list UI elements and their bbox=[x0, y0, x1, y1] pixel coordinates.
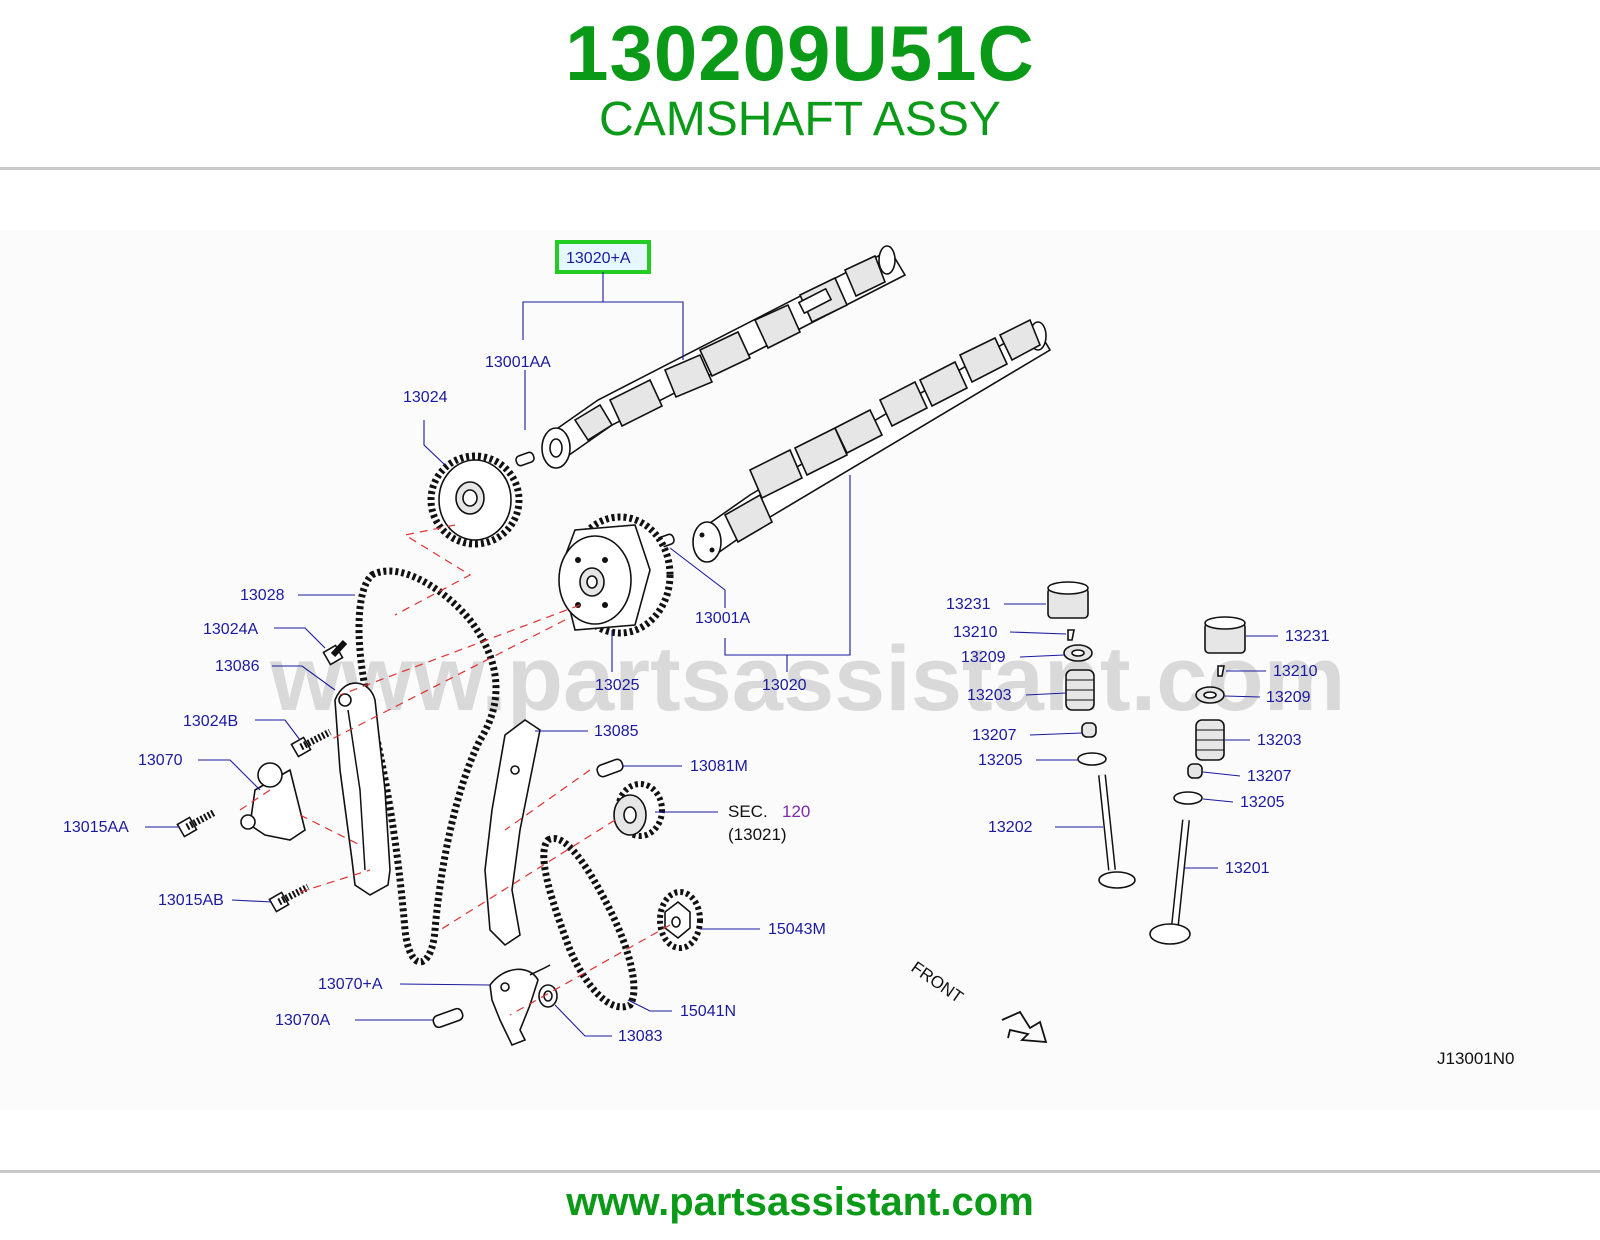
label-13020A[interactable]: 13020+A bbox=[566, 250, 631, 267]
label-13231-right[interactable]: 13231 bbox=[1285, 628, 1330, 645]
valve-spring-retainer-left[interactable] bbox=[1063, 644, 1093, 662]
label-13020[interactable]: 13020 bbox=[762, 677, 807, 694]
valve-collet-left[interactable] bbox=[1067, 629, 1075, 641]
valve-spring-right[interactable] bbox=[1195, 719, 1225, 761]
label-13083[interactable]: 13083 bbox=[618, 1028, 663, 1045]
label-13025[interactable]: 13025 bbox=[595, 677, 640, 694]
valve-spring-left[interactable] bbox=[1065, 669, 1095, 711]
highlight-box bbox=[555, 240, 651, 274]
label-13210-right[interactable]: 13210 bbox=[1273, 663, 1318, 680]
label-13209-right[interactable]: 13209 bbox=[1266, 689, 1311, 706]
label-13086[interactable]: 13086 bbox=[215, 658, 260, 675]
label-13205-right[interactable]: 13205 bbox=[1240, 794, 1285, 811]
valve-oil-seal-right[interactable] bbox=[1187, 763, 1203, 779]
assembly-dash-lines bbox=[239, 524, 671, 1016]
label-13201[interactable]: 13201 bbox=[1225, 860, 1270, 877]
label-13015AB[interactable]: 13015AB bbox=[158, 892, 224, 909]
header-divider bbox=[0, 167, 1600, 170]
valve-lifter-right[interactable] bbox=[1204, 616, 1246, 654]
label-13070A-plus[interactable]: 13070+A bbox=[318, 976, 383, 993]
bolt-13024B[interactable] bbox=[290, 728, 332, 758]
chain-tensioner[interactable] bbox=[240, 762, 306, 841]
label-13081M[interactable]: 13081M bbox=[690, 758, 748, 775]
footer-site-url[interactable]: www.partsassistant.com bbox=[566, 1180, 1034, 1224]
pin-13070A[interactable] bbox=[432, 1007, 464, 1029]
label-13207-left[interactable]: 13207 bbox=[972, 727, 1017, 744]
drawing-code: J13001N0 bbox=[1437, 1049, 1515, 1068]
label-13209-left[interactable]: 13209 bbox=[961, 649, 1006, 666]
chain-tension-guide[interactable] bbox=[484, 719, 541, 947]
label-13231-left[interactable]: 13231 bbox=[946, 596, 991, 613]
label-13207-right[interactable]: 13207 bbox=[1247, 768, 1292, 785]
intake-valve[interactable] bbox=[1149, 819, 1191, 945]
diagram-canvas: www.partsassistant.com bbox=[0, 230, 1600, 1110]
oil-pump-sprocket[interactable] bbox=[657, 889, 703, 951]
bolt-13015AB[interactable] bbox=[268, 883, 310, 913]
parts-diagram: www.partsassistant.com bbox=[0, 230, 1600, 1110]
pin-13081M[interactable] bbox=[596, 758, 625, 778]
exhaust-camshaft[interactable] bbox=[541, 245, 907, 469]
oil-pump-chain[interactable] bbox=[540, 835, 638, 1011]
spacer-13083[interactable] bbox=[538, 984, 558, 1008]
sec-ref-sub: (13021) bbox=[728, 825, 787, 844]
label-13001A[interactable]: 13001A bbox=[695, 610, 750, 627]
label-15043M[interactable]: 15043M bbox=[768, 921, 826, 938]
sec-ref-prefix: SEC. bbox=[728, 802, 768, 821]
camshaft-dowel-pin-upper[interactable] bbox=[515, 451, 535, 467]
label-13028[interactable]: 13028 bbox=[240, 587, 285, 604]
bolt-13015AA[interactable] bbox=[176, 808, 217, 838]
footer-divider bbox=[0, 1170, 1600, 1173]
label-13024A[interactable]: 13024A bbox=[203, 621, 258, 638]
exhaust-valve[interactable] bbox=[1098, 774, 1136, 889]
bolt-13024A[interactable] bbox=[322, 639, 348, 666]
watermark-text: www.partsassistant.com bbox=[269, 628, 1345, 730]
label-13202[interactable]: 13202 bbox=[988, 819, 1033, 836]
label-13015AA[interactable]: 13015AA bbox=[63, 819, 129, 836]
valve-oil-seal-left[interactable] bbox=[1081, 722, 1097, 738]
front-arrow-icon bbox=[1001, 1010, 1048, 1044]
label-13070A[interactable]: 13070A bbox=[275, 1012, 330, 1029]
oil-pump-chain-tensioner[interactable] bbox=[489, 964, 551, 1047]
label-15041N[interactable]: 15041N bbox=[680, 1003, 736, 1020]
sec-ref-link[interactable]: 120 bbox=[782, 802, 810, 821]
label-13205-left[interactable]: 13205 bbox=[978, 752, 1023, 769]
page-header: 130209U51C CAMSHAFT ASSY bbox=[0, 0, 1600, 168]
valve-spring-retainer-right[interactable] bbox=[1195, 686, 1225, 704]
label-13024B[interactable]: 13024B bbox=[183, 713, 238, 730]
valve-seat-washer-left[interactable] bbox=[1077, 752, 1107, 766]
part-name-subtitle: CAMSHAFT ASSY bbox=[599, 93, 1001, 146]
camshaft-sprocket[interactable] bbox=[427, 452, 523, 548]
label-13085[interactable]: 13085 bbox=[594, 723, 639, 740]
label-13210-left[interactable]: 13210 bbox=[953, 624, 998, 641]
chain-slack-guide[interactable] bbox=[334, 682, 391, 896]
label-13203-left[interactable]: 13203 bbox=[967, 687, 1012, 704]
label-13001AA[interactable]: 13001AA bbox=[485, 354, 551, 371]
label-13024[interactable]: 13024 bbox=[403, 389, 448, 406]
intake-camshaft[interactable] bbox=[692, 318, 1052, 563]
label-13203-right[interactable]: 13203 bbox=[1257, 732, 1302, 749]
part-number-title: 130209U51C bbox=[565, 9, 1035, 97]
valve-timing-control-sprocket[interactable] bbox=[558, 513, 674, 637]
valve-collet-right[interactable] bbox=[1217, 665, 1225, 677]
crankshaft-sprocket[interactable] bbox=[613, 781, 665, 839]
label-13070[interactable]: 13070 bbox=[138, 752, 183, 769]
valve-lifter-left[interactable] bbox=[1047, 581, 1089, 619]
valve-seat-washer-right[interactable] bbox=[1173, 791, 1203, 805]
